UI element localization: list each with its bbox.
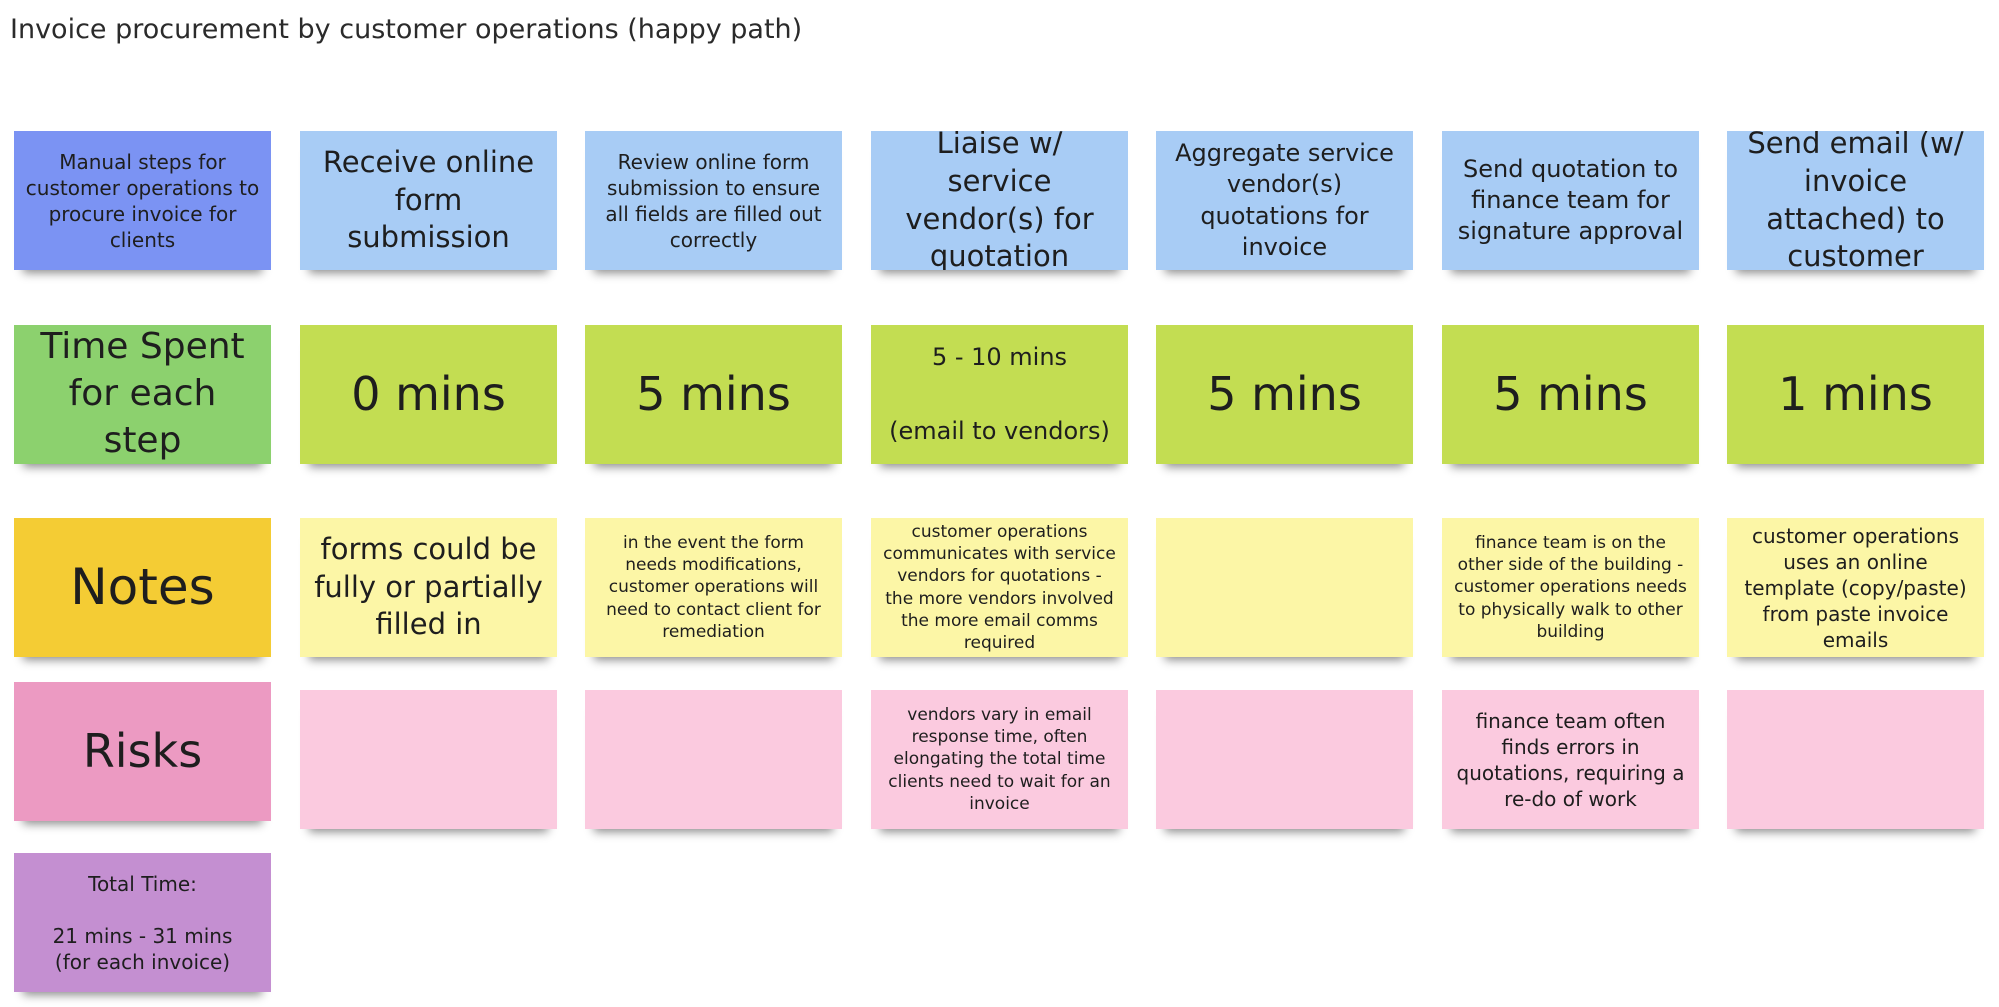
sticky-text: Notes (70, 558, 215, 616)
sticky-step-1[interactable]: Receive online form submission (300, 131, 557, 270)
sticky-note-4[interactable] (1156, 518, 1413, 657)
sticky-notes-header[interactable]: Notes (14, 518, 271, 657)
sticky-text: Liaise w/ service vendor(s) for quotatio… (905, 131, 1094, 270)
sticky-time-2[interactable]: 5 mins (585, 325, 842, 464)
sticky-time-6[interactable]: 1 mins (1727, 325, 1984, 464)
sticky-text: Risks (82, 723, 203, 778)
sticky-text: Total Time: 21 mins - 31 mins (for each … (52, 871, 233, 974)
sticky-text: Aggregate service vendor(s) quotations f… (1175, 139, 1394, 261)
sticky-time-4[interactable]: 5 mins (1156, 325, 1413, 464)
sticky-text: 5 mins (636, 366, 791, 421)
sticky-risks-header[interactable]: Risks (14, 682, 271, 821)
sticky-note-6[interactable]: customer operations uses an online templ… (1727, 518, 1984, 657)
sticky-text: Send email (w/ invoice attached) to cust… (1747, 131, 1964, 270)
sticky-total-time[interactable]: Total Time: 21 mins - 31 mins (for each … (14, 853, 271, 992)
sticky-note-1[interactable]: forms could be fully or partially filled… (300, 518, 557, 657)
sticky-text: Send quotation to finance team for signa… (1457, 154, 1684, 246)
sticky-risk-4[interactable] (1156, 690, 1413, 829)
sticky-time-1[interactable]: 0 mins (300, 325, 557, 464)
sticky-step-4[interactable]: Aggregate service vendor(s) quotations f… (1156, 131, 1413, 270)
sticky-step-6[interactable]: Send email (w/ invoice attached) to cust… (1727, 131, 1984, 270)
sticky-text: forms could be fully or partially filled… (314, 531, 543, 642)
sticky-risk-3[interactable]: vendors vary in email response time, oft… (871, 690, 1128, 829)
sticky-step-5[interactable]: Send quotation to finance team for signa… (1442, 131, 1699, 270)
sticky-text: finance team is on the other side of the… (1454, 533, 1687, 642)
sticky-time-5[interactable]: 5 mins (1442, 325, 1699, 464)
sticky-time-3[interactable]: 5 - 10 mins (email to vendors) (871, 325, 1128, 464)
sticky-text: Time Spent for each step (40, 326, 245, 461)
sticky-step-3[interactable]: Liaise w/ service vendor(s) for quotatio… (871, 131, 1128, 270)
sticky-text: 1 mins (1778, 366, 1933, 421)
sticky-risk-6[interactable] (1727, 690, 1984, 829)
sticky-text: 5 mins (1207, 366, 1362, 421)
sticky-text: finance team often finds errors in quota… (1456, 708, 1685, 811)
sticky-note-5[interactable]: finance team is on the other side of the… (1442, 518, 1699, 657)
sticky-text: 5 - 10 mins (email to vendors) (889, 342, 1110, 446)
sticky-text: customer operations uses an online templ… (1744, 523, 1967, 652)
sticky-risk-2[interactable] (585, 690, 842, 829)
sticky-text: Manual steps for customer operations to … (25, 149, 260, 252)
sticky-text: Receive online form submission (322, 144, 535, 255)
sticky-step-2[interactable]: Review online form submission to ensure … (585, 131, 842, 270)
board-title: Invoice procurement by customer operatio… (10, 14, 803, 45)
sticky-note-3[interactable]: customer operations communicates with se… (871, 518, 1128, 657)
sticky-note-2[interactable]: in the event the form needs modification… (585, 518, 842, 657)
sticky-text: customer operations communicates with se… (883, 522, 1116, 653)
sticky-risk-5[interactable]: finance team often finds errors in quota… (1442, 690, 1699, 829)
sticky-risk-1[interactable] (300, 690, 557, 829)
sticky-text: 0 mins (351, 366, 506, 421)
sticky-text: 5 mins (1493, 366, 1648, 421)
sticky-text: in the event the form needs modification… (606, 533, 821, 642)
sticky-time-header[interactable]: Time Spent for each step (14, 325, 271, 464)
sticky-text: Review online form submission to ensure … (605, 149, 822, 252)
sticky-steps-header[interactable]: Manual steps for customer operations to … (14, 131, 271, 270)
sticky-text: vendors vary in email response time, oft… (888, 705, 1111, 814)
